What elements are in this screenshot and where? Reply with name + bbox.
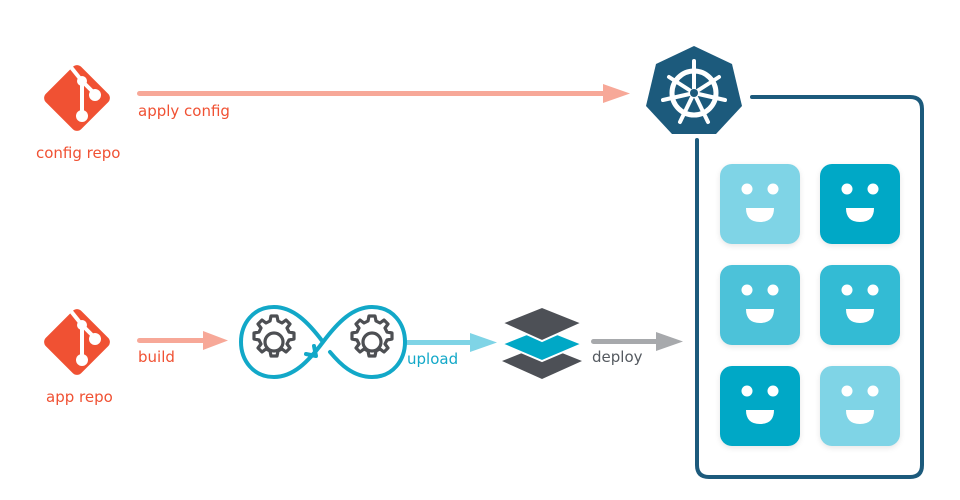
upload-label: upload [407,350,459,368]
app-repo-label: app repo [46,388,113,406]
pod-smiley-icon [820,164,900,244]
image-registry-layers-icon [500,305,584,379]
kubernetes-helm-icon [646,46,742,134]
pod-smiley-icon [720,164,800,244]
apply-config-label: apply config [138,102,230,120]
config-repo-git-icon [44,64,110,131]
build-arrow [137,331,228,350]
ci-cd-infinity-gears-icon [238,304,408,380]
pod-smiley-icon [720,265,800,345]
gear-left-icon [252,314,296,358]
upload-arrow [405,333,497,352]
deploy-label: deploy [592,348,643,366]
pod-smiley-icon [820,265,900,345]
app-repo-git-icon [44,308,110,375]
gear-right-icon [350,314,394,358]
pod-smiley-icon [720,366,800,446]
config-repo-label: config repo [36,144,121,162]
deploy-arrow [591,332,683,351]
pod-smiley-icon [820,366,900,446]
build-label: build [138,348,175,366]
apply-config-arrow [137,84,630,103]
